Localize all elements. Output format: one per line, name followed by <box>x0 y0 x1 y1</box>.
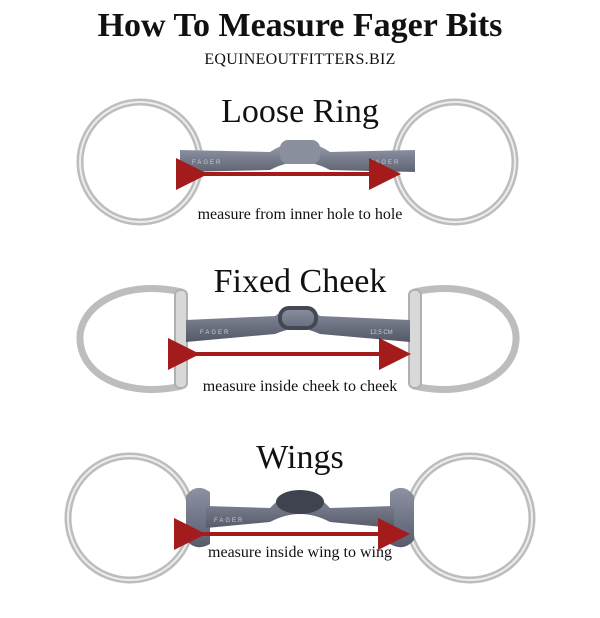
loose-ring-title: Loose Ring <box>221 93 379 130</box>
loose-ring-section: Loose Ring FAGER FAGER <box>0 92 600 272</box>
loose-ring-diagram: FAGER FAGER <box>76 98 519 226</box>
website-label: EQUINEOUTFITTERS.BIZ <box>204 51 396 68</box>
fixed-cheek-title: Fixed Cheek <box>213 263 387 300</box>
wings-caption: measure inside wing to wing <box>208 544 392 561</box>
fixed-cheek-mouthpiece: FAGER 12,5 CM <box>186 306 410 342</box>
loose-ring-caption: measure from inner hole to hole <box>197 206 403 223</box>
wings-title: Wings <box>256 439 344 476</box>
loose-ring-engraving-right: FAGER <box>370 160 400 166</box>
loose-ring-mouthpiece: FAGER FAGER <box>180 140 415 172</box>
page-title: How To Measure Fager Bits <box>97 7 503 44</box>
fixed-cheek-engraving-left: FAGER <box>200 330 230 336</box>
loose-ring-engraving-left: FAGER <box>192 160 222 166</box>
wings-section: Wings FAGER <box>0 438 600 618</box>
fixed-cheek-section: Fixed Cheek FAGER 12,5 CM <box>0 262 600 442</box>
right-fixed-cheek <box>408 285 520 393</box>
left-fixed-cheek <box>76 285 188 393</box>
fixed-cheek-caption: measure inside cheek to cheek <box>202 378 398 395</box>
fixed-cheek-diagram: FAGER 12,5 CM <box>76 285 520 393</box>
wings-engraving-left: FAGER <box>214 518 244 524</box>
fixed-cheek-engraving-right: 12,5 CM <box>370 330 393 336</box>
wings-diagram: FAGER <box>64 452 536 584</box>
wings-mouthpiece: FAGER <box>206 490 394 528</box>
